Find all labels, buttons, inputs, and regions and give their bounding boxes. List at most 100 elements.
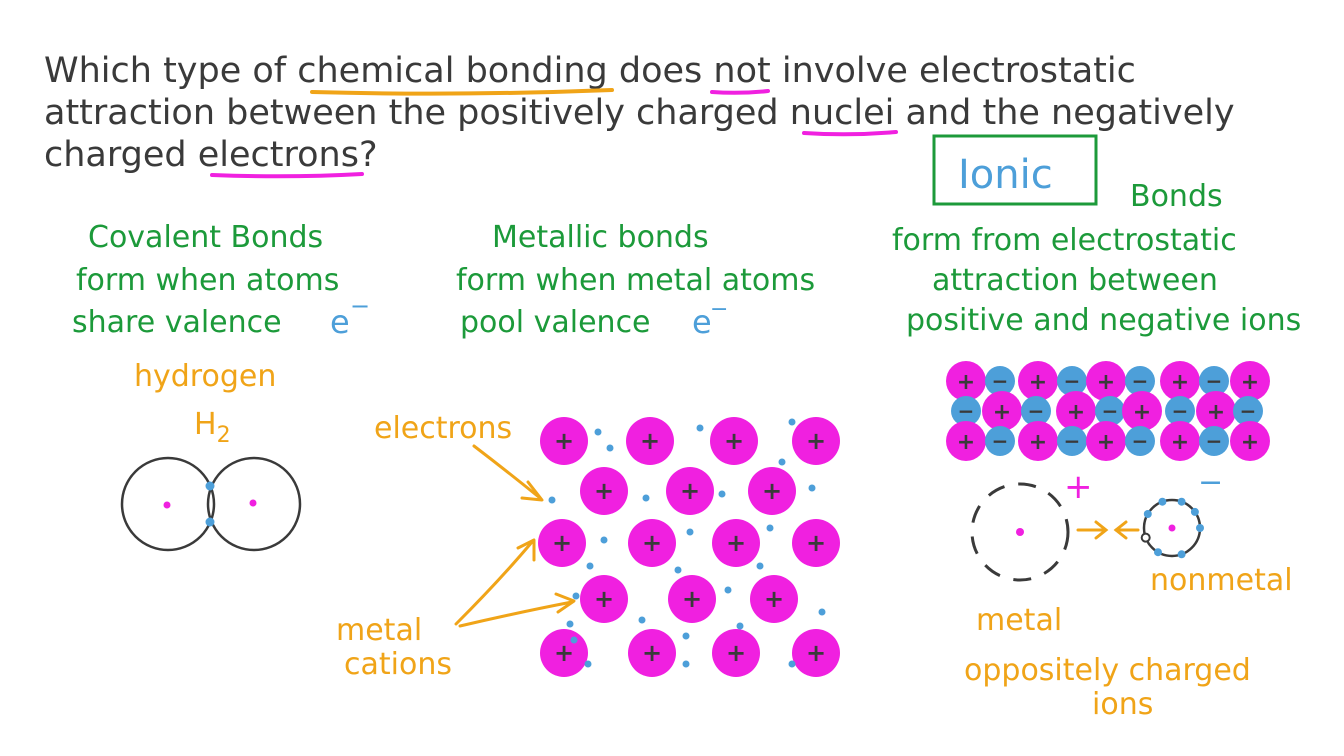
anion-minus-sign: −: [1132, 429, 1149, 453]
metal-atom-shell: [970, 482, 1070, 582]
delocalized-electron: [570, 636, 578, 644]
cation: [1086, 421, 1126, 461]
hydrogen-atom-right: [206, 456, 302, 552]
delocalized-electron: [566, 620, 574, 628]
nonmetal-nucleus: [1168, 524, 1176, 532]
electrons-label: electrons: [374, 411, 512, 446]
cation-plus-sign: +: [680, 477, 700, 505]
cation-plus-sign: +: [1029, 430, 1047, 455]
cation-plus-sign: +: [642, 529, 662, 557]
ionic-section: Ionic Bonds form from electrostatic attr…: [892, 134, 1301, 722]
valence-electron: [1143, 510, 1152, 518]
question-line-1: Which type of chemical bonding does not …: [44, 51, 1136, 91]
delocalized-electron: [808, 484, 816, 492]
anion: [1233, 396, 1263, 426]
delocalized-electron: [584, 660, 592, 668]
metal-cation: [792, 519, 840, 567]
metal-cation: [710, 417, 758, 465]
anion-minus-sign: −: [1102, 399, 1119, 423]
anion-minus-sign: −: [1064, 369, 1081, 393]
anion-minus-sign: −: [1206, 429, 1223, 453]
covalent-section: Covalent Bonds form when atoms share val…: [72, 220, 370, 552]
metallic-section: Metallic bonds form when metal atoms poo…: [336, 220, 840, 682]
arrow-to-cation-upper: [454, 540, 534, 626]
caption-line-2: ions: [1092, 687, 1153, 722]
delocalized-electron: [594, 428, 602, 436]
cation-plus-sign: +: [806, 639, 826, 667]
delocalized-electron: [682, 660, 690, 668]
cation: [1230, 361, 1270, 401]
covalent-line-1: form when atoms: [76, 263, 339, 298]
electron-minus: −: [350, 292, 370, 320]
electron-symbol: e: [692, 303, 712, 341]
nonmetal-electrons: [1140, 497, 1204, 559]
cation-plus-sign: +: [957, 430, 975, 455]
metal-lattice: ++++++++++++++++++: [538, 417, 840, 677]
anion-minus-sign: −: [958, 399, 975, 423]
delocalized-electron: [638, 616, 646, 624]
anion: [985, 426, 1015, 456]
cation: [1160, 421, 1200, 461]
cation-plus-sign: +: [726, 639, 746, 667]
delocalized-electron: [686, 528, 694, 536]
question: Which type of chemical bonding does not …: [44, 51, 1235, 179]
cation: [1018, 361, 1058, 401]
cation-plus-sign: +: [957, 370, 975, 395]
covalent-line-2: share valence: [72, 305, 282, 340]
valence-electron: [1177, 550, 1186, 559]
anion: [951, 396, 981, 426]
metal-nucleus: [1016, 528, 1024, 536]
anion: [1021, 396, 1051, 426]
anion: [1165, 396, 1195, 426]
anion: [985, 366, 1015, 396]
cation: [1122, 391, 1162, 431]
ionic-line-2: attraction between: [932, 263, 1218, 298]
metal-cation: [712, 629, 760, 677]
delocalized-electron: [586, 562, 594, 570]
metal-cation: [748, 467, 796, 515]
cation: [1086, 361, 1126, 401]
cation-plus-sign: +: [1029, 370, 1047, 395]
metal-cation: [538, 519, 586, 567]
delocalized-electron: [788, 418, 796, 426]
delocalized-electron: [766, 524, 774, 532]
covalent-title: Covalent Bonds: [88, 220, 323, 255]
anion: [1199, 366, 1229, 396]
underline-electrons: [210, 172, 364, 179]
electron-minus: −: [710, 297, 728, 322]
nucleus-left: [163, 501, 171, 509]
anion-minus-sign: −: [992, 369, 1009, 393]
metal-cation: [712, 519, 760, 567]
anion-minus-sign: −: [1028, 399, 1045, 423]
ionic-box: [932, 134, 1098, 206]
cation: [946, 361, 986, 401]
delocalized-electron: [682, 632, 690, 640]
negative-charge: −: [1198, 465, 1223, 500]
hydrogen-atom-left: [120, 456, 216, 552]
question-line-2: attraction between the positively charge…: [44, 93, 1235, 133]
delocalized-electron: [606, 444, 614, 452]
cation-plus-sign: +: [724, 427, 744, 455]
underline-not: [710, 89, 770, 95]
metal-cation: [668, 575, 716, 623]
cation: [1196, 391, 1236, 431]
delocalized-electron: [600, 536, 608, 544]
cation-plus-sign: +: [594, 585, 614, 613]
arrow-to-electrons: [472, 444, 542, 500]
cation-plus-sign: +: [1067, 400, 1085, 425]
delocalized-electron: [788, 660, 796, 668]
cation-plus-sign: +: [1241, 430, 1259, 455]
cation-plus-sign: +: [993, 400, 1011, 425]
cation-plus-sign: +: [806, 529, 826, 557]
anion: [1095, 396, 1125, 426]
valence-electron: [1158, 497, 1167, 506]
anion: [1057, 426, 1087, 456]
cation-plus-sign: +: [1241, 370, 1259, 395]
nonmetal-label: nonmetal: [1150, 563, 1293, 598]
ionic-word: Ionic: [958, 152, 1053, 198]
delocalized-electron: [718, 490, 726, 498]
cation-plus-sign: +: [682, 585, 702, 613]
hydrogen-label: hydrogen: [134, 359, 276, 394]
